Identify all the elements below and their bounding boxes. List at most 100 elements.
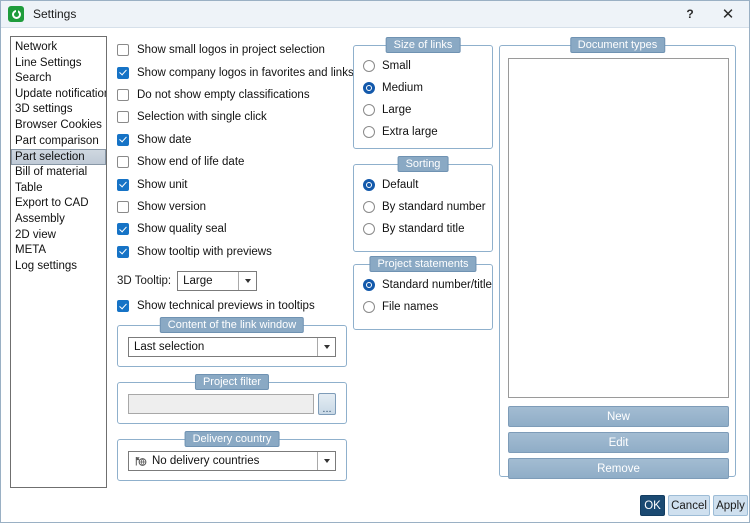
checkbox-icon[interactable]: [117, 44, 129, 57]
radio-icon[interactable]: [363, 179, 375, 191]
checkbox-label: Show small logos in project selection: [137, 44, 325, 57]
radio-label: Standard number/title: [382, 279, 492, 291]
checkbox-label: Show unit: [137, 178, 188, 191]
browse-button[interactable]: ...: [318, 393, 336, 415]
checkbox-show-small-logos-in-project-selection[interactable]: Show small logos in project selection: [117, 39, 349, 61]
checkbox-icon[interactable]: [117, 223, 129, 236]
radio-by-standard-title[interactable]: By standard title: [363, 218, 492, 240]
chevron-down-icon[interactable]: [317, 452, 335, 470]
sidebar-item-browser-cookies[interactable]: Browser Cookies: [15, 118, 102, 131]
sidebar-item-bill-of-material[interactable]: Bill of material: [15, 166, 88, 179]
radio-file-names[interactable]: File names: [363, 296, 492, 318]
checkbox-icon[interactable]: [117, 245, 129, 258]
title-bar: Settings ? ✕: [1, 1, 749, 28]
sidebar-item-meta[interactable]: META: [15, 244, 47, 257]
checkbox-show-version[interactable]: Show version: [117, 196, 349, 218]
radio-extra-large[interactable]: Extra large: [363, 121, 492, 143]
checkbox-label: Show quality seal: [137, 223, 227, 236]
sidebar-item-network[interactable]: Network: [15, 41, 58, 53]
sidebar-item-part-selection[interactable]: Part selection: [11, 149, 106, 166]
checkbox-label: Show technical previews in tooltips: [137, 300, 315, 313]
sidebar-item-table[interactable]: Table: [15, 181, 43, 194]
checkbox-show-technical-previews-in-tooltips[interactable]: Show technical previews in tooltips: [117, 295, 315, 317]
sidebar-item-3d-settings[interactable]: 3D settings: [15, 103, 73, 116]
checkbox-show-date[interactable]: Show date: [117, 129, 349, 151]
close-icon[interactable]: ✕: [721, 6, 735, 23]
remove-button[interactable]: Remove: [508, 458, 729, 479]
edit-button[interactable]: Edit: [508, 432, 729, 453]
radio-icon[interactable]: [363, 301, 375, 313]
sidebar-item-2d-view[interactable]: 2D view: [15, 228, 56, 241]
checkbox-label: Show end of life date: [137, 156, 245, 169]
sidebar-item-update-notification[interactable]: Update notification: [15, 87, 107, 100]
checkbox-icon[interactable]: [117, 133, 129, 146]
new-button[interactable]: New: [508, 406, 729, 427]
checkbox-icon[interactable]: [117, 300, 129, 313]
link-window-content-select[interactable]: Last selection: [128, 337, 336, 357]
group-title: Sorting: [397, 156, 449, 172]
sorting-options: Default By standard number By standard tit…: [354, 165, 492, 240]
project-filter-input[interactable]: [128, 394, 314, 414]
checkbox-do-not-show-empty-classifications[interactable]: Do not show empty classifications: [117, 84, 349, 106]
ok-button[interactable]: OK: [640, 495, 665, 516]
radio-label: Extra large: [382, 126, 438, 138]
radio-by-standard-number[interactable]: By standard number: [363, 196, 492, 218]
sidebar-item-assembly[interactable]: Assembly: [15, 212, 65, 225]
checkbox-icon[interactable]: [117, 66, 129, 79]
tooltip-3d-select[interactable]: Large: [177, 271, 258, 291]
radio-icon[interactable]: [363, 279, 375, 291]
radio-icon[interactable]: [363, 201, 375, 213]
checkbox-icon[interactable]: [117, 178, 129, 191]
apply-button[interactable]: Apply: [713, 495, 748, 516]
chevron-down-icon[interactable]: [238, 272, 257, 290]
chevron-down-icon[interactable]: [317, 338, 335, 356]
radio-small[interactable]: Small: [363, 55, 492, 77]
checkbox-label: Show company logos in favorites and link…: [137, 66, 354, 79]
checkbox-show-company-logos-in-favorites-and-links[interactable]: Show company logos in favorites and link…: [117, 61, 354, 83]
radio-icon[interactable]: [363, 126, 375, 138]
sidebar-item-part-comparison[interactable]: Part comparison: [15, 134, 99, 147]
sidebar-item-search[interactable]: Search: [15, 72, 52, 85]
checkbox-show-end-of-life-date[interactable]: Show end of life date: [117, 151, 349, 173]
radio-default[interactable]: Default: [363, 174, 492, 196]
radio-standard-number-title[interactable]: Standard number/title: [363, 274, 492, 296]
tooltip-3d-label: 3D Tooltip:: [117, 275, 172, 287]
radio-icon[interactable]: [363, 82, 375, 94]
checkbox-show-quality-seal[interactable]: Show quality seal: [117, 218, 349, 240]
radio-icon[interactable]: [363, 60, 375, 72]
tooltip-3d-row: 3D Tooltip: Large: [117, 268, 258, 294]
radio-icon[interactable]: [363, 223, 375, 235]
document-types-list[interactable]: [508, 58, 729, 398]
group-content-of-link-window: Content of the link window Last selectio…: [117, 317, 347, 367]
radio-medium[interactable]: Medium: [363, 77, 492, 99]
radio-large[interactable]: Large: [363, 99, 492, 121]
radio-icon[interactable]: [363, 104, 375, 116]
sidebar-item-export-to-cad[interactable]: Export to CAD: [15, 197, 89, 210]
checkbox-icon[interactable]: [117, 200, 129, 213]
help-icon[interactable]: ?: [686, 7, 694, 21]
checkbox-label: Show tooltip with previews: [137, 245, 272, 258]
checkbox-show-tooltip-with-previews[interactable]: Show tooltip with previews: [117, 241, 349, 263]
globe-flag-icon: [134, 456, 147, 467]
group-project-statements: Project statements Standard number/title…: [353, 256, 493, 330]
checkbox-icon[interactable]: [117, 88, 129, 101]
checkbox-show-unit[interactable]: Show unit: [117, 173, 349, 195]
radio-label: Large: [382, 104, 412, 116]
radio-label: By standard title: [382, 223, 465, 235]
checkbox-selection-with-single-click[interactable]: Selection with single click: [117, 106, 349, 128]
checkbox-icon[interactable]: [117, 156, 129, 169]
radio-label: File names: [382, 301, 439, 313]
radio-label: Default: [382, 179, 419, 191]
group-sorting: Sorting Default By standard number By stan…: [353, 156, 493, 252]
sidebar-item-line-settings[interactable]: Line Settings: [15, 56, 82, 69]
checkbox-icon[interactable]: [117, 111, 129, 124]
delivery-country-select[interactable]: No delivery countries: [128, 451, 336, 471]
group-title: Content of the link window: [159, 317, 305, 333]
cancel-button[interactable]: Cancel: [668, 495, 710, 516]
checkbox-label: Do not show empty classifications: [137, 88, 310, 101]
sidebar-item-log-settings[interactable]: Log settings: [15, 259, 78, 272]
